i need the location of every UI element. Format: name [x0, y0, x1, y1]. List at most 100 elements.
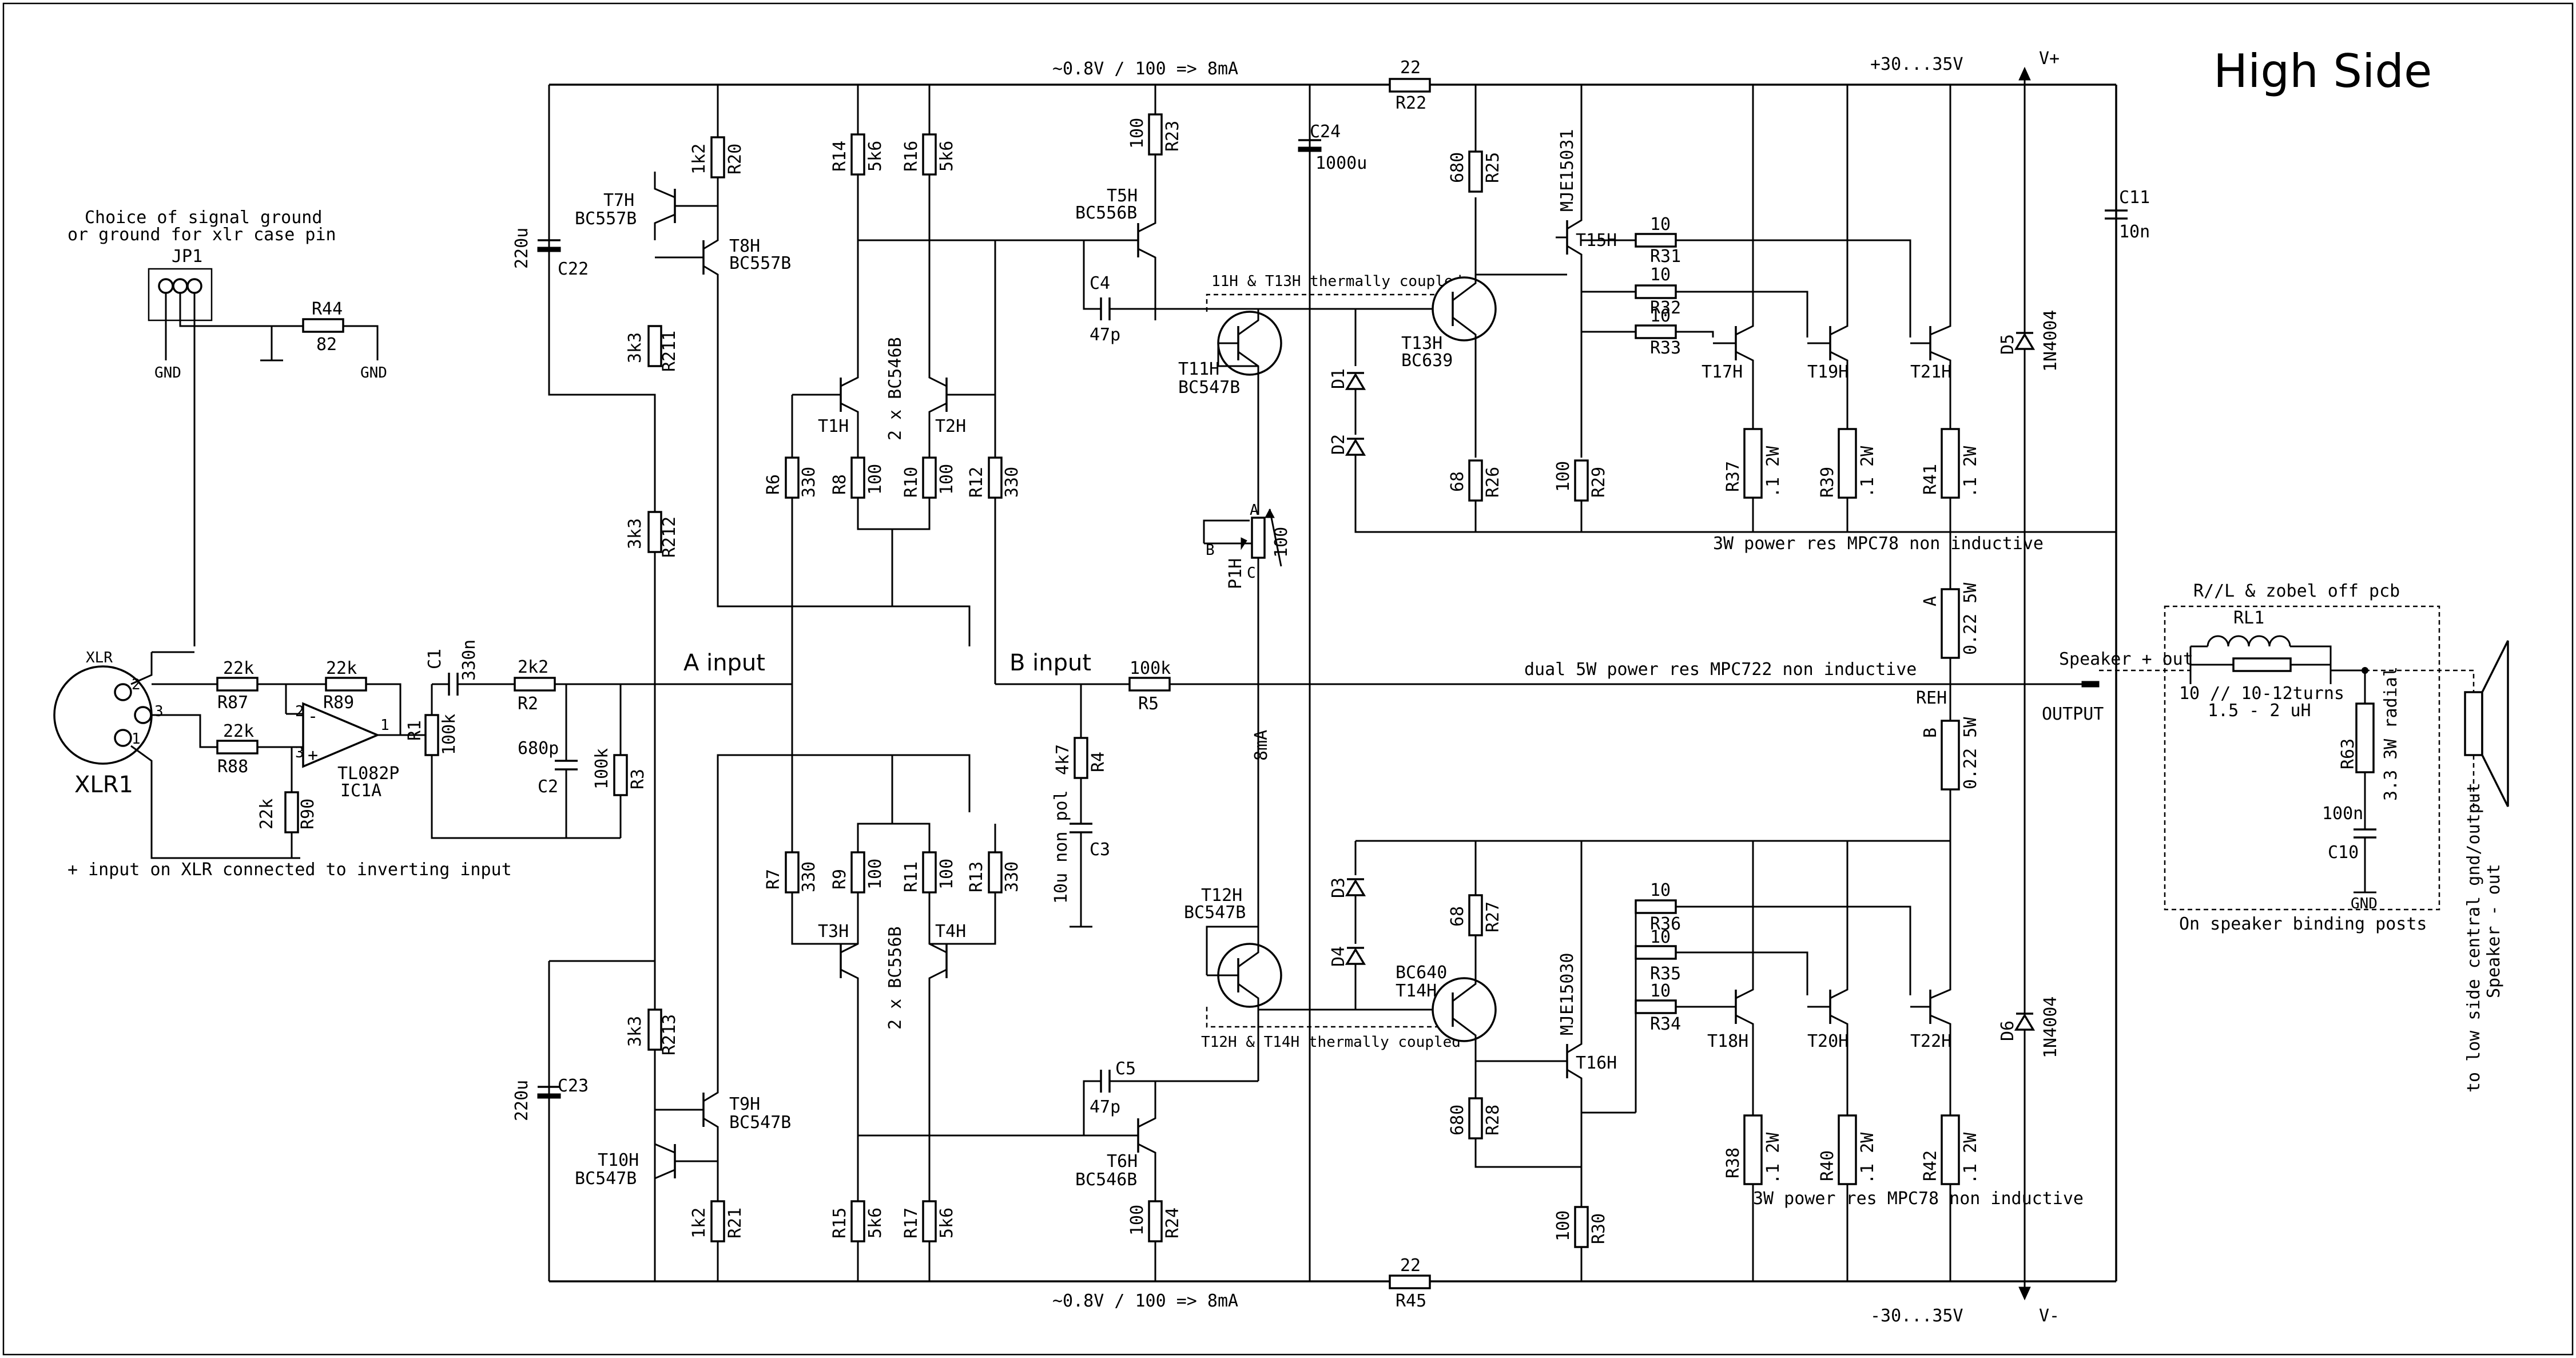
- resistor-r14: R14 5k6: [830, 133, 885, 176]
- r39-ref: R39: [1818, 467, 1838, 498]
- r7-value: 330: [799, 861, 819, 892]
- resistor-r4: 4k7 R4: [1053, 684, 1108, 779]
- transistor-t15h: T15H MJE15031: [1556, 85, 1617, 292]
- p1h-pin-c: C: [1247, 565, 1256, 582]
- transistor-t5h: T5H BC556B: [1075, 85, 1156, 320]
- r6-ref: R6: [764, 474, 784, 495]
- p1h-pin-b: B: [1206, 542, 1215, 559]
- r24-value: 100: [1127, 1205, 1147, 1236]
- a-input-label: A input: [683, 650, 765, 676]
- c22-ref: C22: [558, 259, 589, 279]
- resistor-r39: R39 .1 2W: [1818, 428, 1878, 532]
- sheet-title: High Side: [2213, 45, 2432, 98]
- r45-ref: R45: [1396, 1291, 1426, 1311]
- r29-value: 100: [1553, 461, 1573, 492]
- r42-ref: R42: [1921, 1150, 1941, 1181]
- resistor-r26: 68 R26: [1448, 459, 1503, 532]
- r6-value: 330: [799, 467, 819, 498]
- xlr-pin-label: XLR: [86, 649, 113, 666]
- potentiometer-p1h: B A C 100 P1H: [1203, 502, 1291, 944]
- binding-posts-label: On speaker binding posts: [2179, 914, 2427, 934]
- positive-rail: ~0.8V / 100 => 8mA +30...35V V+: [549, 49, 2117, 1281]
- r28-ref: R28: [1483, 1105, 1503, 1135]
- resistor-r32: 10 R32: [1635, 265, 1808, 337]
- r32-value: 10: [1650, 265, 1671, 285]
- r63-value: 3.3 3W radial: [2381, 666, 2401, 801]
- t11h-part: BC547B: [1178, 378, 1240, 398]
- t10h-part: BC547B: [575, 1169, 637, 1189]
- c1-ref: C1: [425, 649, 445, 669]
- jp1-label: JP1: [172, 247, 202, 267]
- t10h-ref: T10H: [598, 1150, 639, 1170]
- c1-value: 330n: [459, 640, 479, 681]
- resistor-r27: 68 R27: [1448, 841, 1503, 972]
- resistor-r28: 680 R28: [1448, 1097, 1581, 1168]
- r13-ref: R13: [967, 861, 987, 892]
- thermal-bottom-note: T12H & T14H thermally coupled: [1201, 1034, 1461, 1051]
- transistor-t14h: BC640 T14H: [1396, 963, 1497, 1098]
- r11-value: 100: [937, 859, 957, 890]
- r24-ref: R24: [1163, 1208, 1183, 1238]
- t5h-part: BC556B: [1075, 203, 1137, 223]
- resistor-r31: 10 R31: [1635, 215, 1911, 337]
- r45-value: 22: [1400, 1256, 1421, 1276]
- v-minus-arrow-icon: [2018, 1286, 2031, 1301]
- resistor-r44: R44 82 GND: [260, 299, 387, 382]
- bottom-current-note: ~0.8V / 100 => 8mA: [1052, 1291, 1238, 1311]
- r87-ref: R87: [217, 693, 248, 713]
- transistor-t4h: T4H: [928, 922, 966, 1201]
- resistor-r213: 3k3 R213: [625, 1008, 679, 1055]
- t1h-ref: T1H: [818, 416, 849, 436]
- opamp-ref: IC1A: [340, 781, 381, 801]
- r21-value: 1k2: [689, 1208, 709, 1238]
- r23-ref: R23: [1163, 121, 1183, 152]
- d3-ref: D3: [1329, 877, 1349, 898]
- transistor-t21h: T21H: [1910, 85, 1951, 429]
- r9-value: 100: [865, 859, 885, 890]
- resistor-r90: 22k R90: [257, 747, 318, 859]
- r38-value: .1 2W: [1763, 1132, 1783, 1184]
- t15h-part: MJE15031: [1557, 129, 1577, 212]
- r211-ref: R211: [659, 331, 679, 372]
- transistor-t2h: T2H: [928, 366, 995, 458]
- r44-value: 82: [316, 335, 337, 355]
- resistor-r21: 1k2 R21: [689, 1200, 745, 1242]
- resistor-r29: 100 R29: [1553, 459, 1609, 532]
- capacitor-c4: C4 47p: [1083, 240, 1258, 345]
- v-minus-label: V-: [2039, 1306, 2060, 1326]
- r37-ref: R37: [1723, 461, 1743, 492]
- c2-ref: C2: [538, 777, 558, 797]
- resistor-r11: R11 100: [901, 851, 957, 894]
- resistor-r30: 100 R30: [1553, 1206, 1609, 1281]
- r36-value: 10: [1650, 880, 1671, 900]
- rl1-value-2: 1.5 - 2 uH: [2208, 701, 2311, 721]
- r3-value: 100k: [592, 748, 612, 789]
- r20-ref: R20: [725, 144, 745, 174]
- c3-ref: C3: [1090, 840, 1110, 860]
- t20h-ref: T20H: [1807, 1031, 1848, 1051]
- r1-ref: R1: [405, 720, 425, 741]
- r11-ref: R11: [901, 861, 921, 892]
- resistor-r88: 22k R88: [216, 721, 303, 777]
- resistor-r37: R37 .1 2W: [1723, 428, 1783, 532]
- t5h-ref: T5H: [1107, 186, 1138, 206]
- r63-ref: R63: [2338, 738, 2358, 769]
- power-res-top-note: 3W power res MPC78 non inductive: [1713, 534, 2044, 554]
- opamp-plus: +: [308, 745, 318, 765]
- resistor-r33: 10 R33: [1635, 306, 1714, 358]
- r1-value: 100k: [439, 714, 459, 755]
- transistor-t7h: T7H BC557B: [575, 172, 718, 240]
- t13h-part: BC639: [1401, 351, 1453, 371]
- transistor-t3h: T3H: [818, 922, 859, 1135]
- r31-ref: R31: [1650, 247, 1681, 267]
- power-res-bottom-note: 3W power res MPC78 non inductive: [1753, 1189, 2084, 1209]
- resistor-r45: 22 R45: [1389, 1256, 1431, 1311]
- transistor-t17h: T17H: [1702, 85, 1754, 429]
- t16h-part: MJE15030: [1557, 953, 1577, 1036]
- c11-value: 10n: [2119, 222, 2150, 242]
- t11h-ref: T11H: [1178, 359, 1219, 379]
- capacitor-c1: C1 330n: [425, 640, 515, 696]
- resistor-r38: R38 .1 2W: [1723, 1114, 1783, 1281]
- r9-ref: R9: [830, 869, 850, 890]
- speaker-minus-line1: to low side central gnd/output: [2464, 783, 2484, 1093]
